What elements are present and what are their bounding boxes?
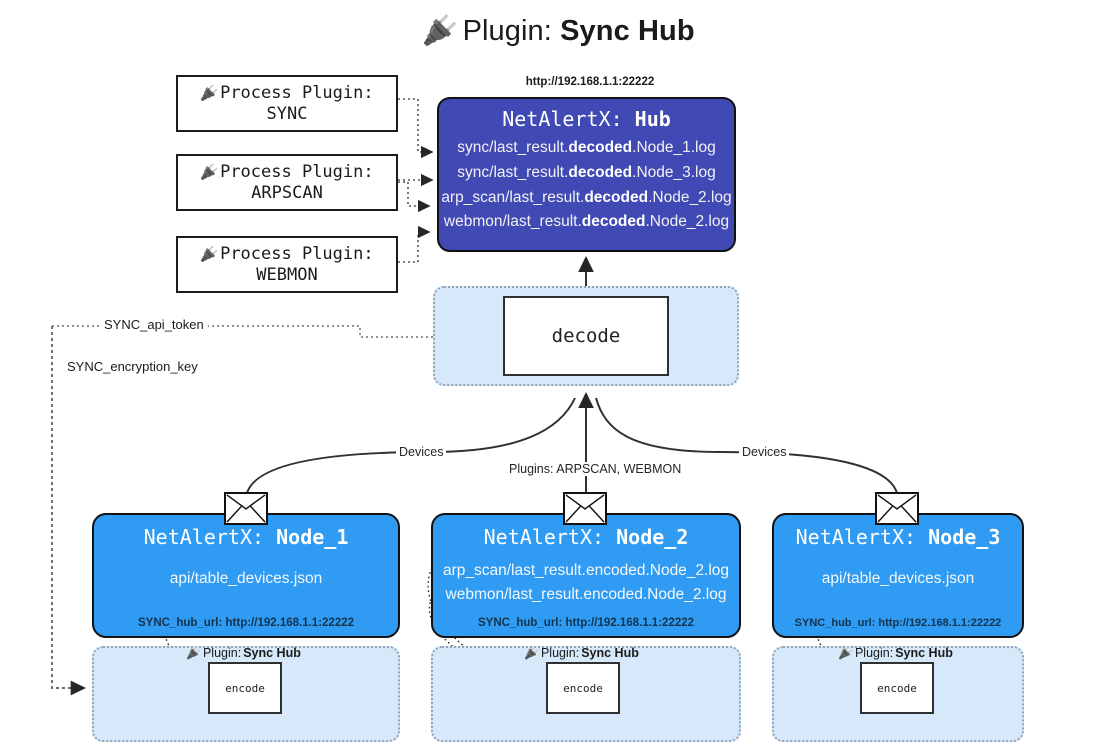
node-name: Node_2 [616,525,689,549]
hub-log-line: sync/last_result.decoded.Node_3.log [439,161,734,186]
node-name: Node_1 [276,525,349,549]
hub-log-line: sync/last_result.decoded.Node_1.log [439,136,734,161]
log-pre: sync/last_result. [457,139,569,156]
log-post: .Node_2.log [648,188,732,206]
node-card-node-1[interactable]: NetAlertX: Node_1 api/table_devices.json… [92,513,400,638]
hub-url-label: http://192.168.1.1:22222 [525,76,655,88]
node-prefix: NetAlertX: [795,525,917,549]
log-mid: decoded [581,213,646,231]
node-name: Node_3 [928,525,1001,549]
node-prefix: NetAlertX: [143,525,265,549]
process-plugin-box-arpscan[interactable]: 🔌 Process Plugin: ARPSCAN [176,154,398,211]
log-post: .Node_2.log [645,213,730,231]
node-prefix: NetAlertX: [483,525,605,549]
plugin-prefix: Plugin: [854,646,894,660]
plugin-name: Sync Hub [243,646,301,660]
process-plugin-name: ARPSCAN [251,182,323,203]
plugin-prefix: Plugin: [540,646,580,660]
plug-icon: 🔌 [200,244,220,263]
encode-box-node-2[interactable]: encode [546,662,620,714]
node-hub-url: SYNC_hub_url: http://192.168.1.1:22222 [794,617,1002,629]
log-mid: decoded [568,163,633,181]
envelope-icon [224,492,268,525]
hub-log-line: webmon/last_result.decoded.Node_2.log [439,210,734,235]
title-prefix: Plugin: [462,15,552,47]
edge-label-plugins-center: Plugins: ARPSCAN, WEBMON [506,462,685,476]
process-plugin-label: Process Plugin: [220,161,374,182]
node-title: NetAlertX: Node_1 [94,525,398,549]
process-plugin-box-sync[interactable]: 🔌 Process Plugin: SYNC [176,75,398,132]
log-pre: arp_scan/last_result. [441,188,585,206]
plugin-label-node-1: 🔌 Plugin: Sync Hub [186,646,301,660]
plugin-label-node-3: 🔌 Plugin: Sync Hub [838,646,953,660]
plugin-prefix: Plugin: [202,646,242,660]
hub-node[interactable]: NetAlertX: Hub sync/last_result.decoded.… [437,97,736,252]
log-post: .Node_1.log [632,139,716,156]
node-source-line: arp_scan/last_result.encoded.Node_2.log [442,562,730,579]
node-card-node-2[interactable]: NetAlertX: Node_2 arp_scan/last_result.e… [431,513,741,638]
plugin-label-node-2: 🔌 Plugin: Sync Hub [524,646,639,660]
hub-log-line: arp_scan/last_result.decoded.Node_2.log [439,186,734,211]
plug-icon: 🔌 [422,15,459,47]
node-hub-url: SYNC_hub_url: http://192.168.1.1:22222 [137,617,355,629]
process-plugin-label: Process Plugin: [220,243,374,264]
envelope-icon [875,492,919,525]
node-source-line: api/table_devices.json [169,570,323,587]
hub-name: Hub [634,107,671,131]
sync-api-token-label: SYNC_api_token [100,317,208,332]
node-card-node-3[interactable]: NetAlertX: Node_3 api/table_devices.json… [772,513,1024,638]
log-mid: decoded [568,139,633,156]
page-title: 🔌Plugin: Sync Hub [0,14,1117,48]
title-name: Sync Hub [560,15,695,47]
plug-icon: 🔌 [838,646,853,660]
plug-icon: 🔌 [200,162,220,181]
plug-icon: 🔌 [524,646,539,660]
plug-icon: 🔌 [200,83,220,102]
plugin-name: Sync Hub [895,646,953,660]
plug-icon: 🔌 [186,646,201,660]
log-mid: decoded [584,188,649,206]
node-hub-url: SYNC_hub_url: http://192.168.1.1:22222 [477,617,695,629]
hub-title: NetAlertX: Hub [439,107,734,131]
edge-label-devices-right: Devices [739,445,790,459]
decode-box[interactable]: decode [503,296,669,376]
log-pre: sync/last_result. [457,163,569,181]
node-title: NetAlertX: Node_2 [433,525,739,549]
encode-box-node-3[interactable]: encode [860,662,934,714]
node-source-line: webmon/last_result.encoded.Node_2.log [445,586,727,604]
process-plugin-name: WEBMON [256,264,318,285]
plugin-name: Sync Hub [581,646,639,660]
edge-label-devices-left: Devices [396,445,447,459]
hub-prefix: NetAlertX: [502,107,623,131]
log-pre: webmon/last_result. [443,213,582,231]
process-plugin-label: Process Plugin: [220,82,374,103]
node-title: NetAlertX: Node_3 [774,525,1022,549]
node-source-line: api/table_devices.json [821,570,975,587]
envelope-icon [563,492,607,525]
log-post: .Node_3.log [632,163,716,181]
process-plugin-box-webmon[interactable]: 🔌 Process Plugin: WEBMON [176,236,398,293]
encode-box-node-1[interactable]: encode [208,662,282,714]
sync-encryption-key-label: SYNC_encryption_key [63,359,202,374]
process-plugin-name: SYNC [266,103,308,124]
